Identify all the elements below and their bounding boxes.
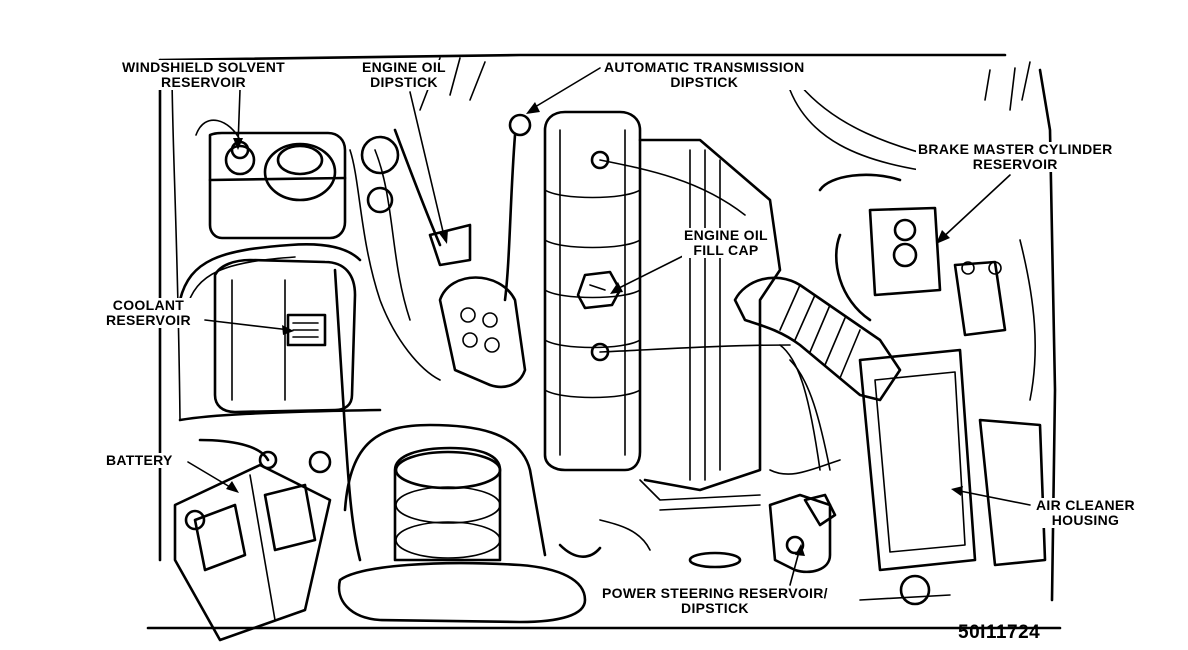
label-air-cleaner-line1: AIR CLEANER [1036, 497, 1135, 513]
label-transmission-line1: AUTOMATIC TRANSMISSION [604, 59, 805, 75]
label-brake-master-cylinder-reservoir: BRAKE MASTER CYLINDER RESERVOIR [916, 142, 1115, 172]
power-steering-reservoir-part [688, 493, 951, 606]
leader-coolant [204, 319, 291, 331]
label-fill-cap-line1: ENGINE OIL [684, 227, 768, 243]
label-engine-oil-dipstick: ENGINE OIL DIPSTICK [360, 60, 448, 90]
label-coolant-line2: RESERVOIR [106, 312, 191, 328]
label-engine-oil-dipstick-line1: ENGINE OIL [362, 59, 446, 75]
leader-oil-fill-cap [614, 254, 686, 291]
label-brake-line1: BRAKE MASTER CYLINDER [918, 141, 1113, 157]
valve-cover-part [543, 110, 642, 472]
leader-lines [187, 67, 1031, 586]
label-engine-oil-fill-cap: ENGINE OIL FILL CAP [682, 228, 770, 258]
label-battery: BATTERY [104, 453, 175, 468]
leader-engine-oil-dipstick [409, 91, 446, 241]
label-fill-cap-line2: FILL CAP [693, 242, 759, 258]
label-air-cleaner-housing: AIR CLEANER HOUSING [1034, 498, 1137, 528]
label-power-steering-reservoir-dipstick: POWER STEERING RESERVOIR/ DIPSTICK [600, 586, 830, 616]
label-windshield-solvent-reservoir: WINDSHIELD SOLVENT RESERVOIR [120, 59, 288, 90]
label-air-cleaner-line2: HOUSING [1051, 512, 1120, 528]
brake-lines [789, 84, 1036, 401]
hood-outline [158, 53, 1057, 602]
label-brake-line2: RESERVOIR [972, 156, 1058, 172]
label-battery-line1: BATTERY [106, 452, 173, 468]
misc-hoses [599, 344, 841, 551]
label-coolant-reservoir: COOLANT RESERVOIR [104, 298, 193, 328]
intake-duct-part [733, 276, 902, 402]
label-coolant-line1: COOLANT [112, 297, 185, 313]
windshield-solvent-reservoir-part [195, 119, 347, 240]
engine-oil-dipstick-part [349, 128, 472, 381]
label-engine-oil-dipstick-line2: DIPSTICK [370, 74, 438, 90]
brake-master-cylinder-part [818, 173, 1007, 337]
intake-manifold-part [599, 138, 791, 492]
air-cleaner-housing-part [858, 348, 1047, 572]
leader-windshield-solvent [237, 89, 241, 146]
label-power-steering-line1: POWER STEERING RESERVOIR/ [602, 585, 828, 601]
leader-air-cleaner [954, 489, 1031, 506]
fan-and-pulley-part [337, 423, 602, 624]
label-windshield-solvent-line1: WINDSHIELD SOLVENT [122, 59, 286, 75]
leader-brake-master [939, 174, 1011, 241]
leader-battery [187, 461, 236, 491]
label-power-steering-line2: DIPSTICK [681, 600, 749, 616]
label-transmission-line2: DIPSTICK [670, 74, 739, 90]
leader-transmission-dipstick [529, 67, 601, 111]
transmission-dipstick-part [503, 113, 532, 302]
label-automatic-transmission-dipstick: AUTOMATIC TRANSMISSION DIPSTICK [602, 60, 807, 90]
label-windshield-solvent-line2: RESERVOIR [161, 74, 246, 90]
distributor-part [438, 276, 527, 389]
battery-part [173, 438, 332, 642]
coolant-reservoir-part [213, 258, 357, 414]
figure-id: 50I11724 [958, 622, 1041, 643]
